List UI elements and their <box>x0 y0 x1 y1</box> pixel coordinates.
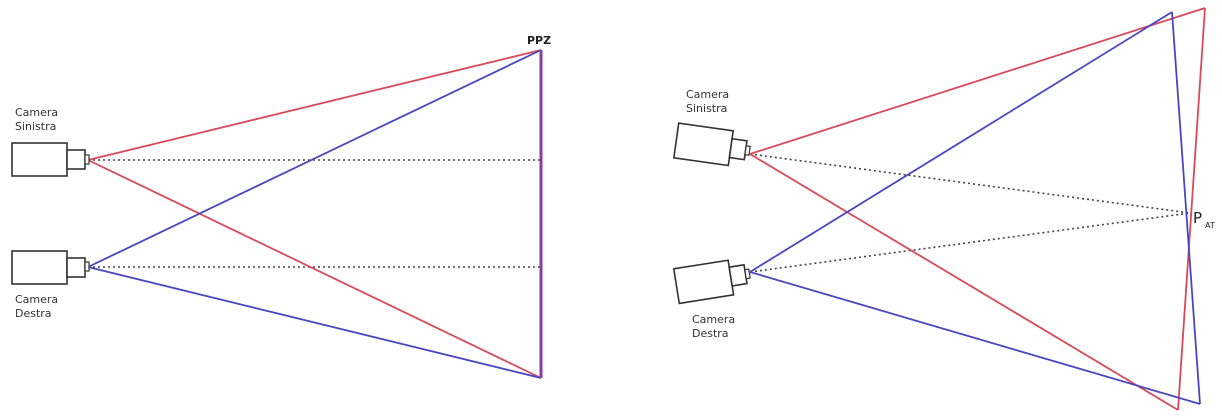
left-camera-label-line1: Camera <box>15 106 58 119</box>
convergence-point-letter: P <box>1193 209 1202 227</box>
right-camera <box>672 259 751 305</box>
right-camera-bottom-ray <box>749 271 1201 405</box>
left-camera-bottom-ray <box>749 153 1179 411</box>
left-camera-top-ray <box>749 7 1206 155</box>
converging-camera-panel: P AT Camera Sinistra Camera Destra <box>672 7 1215 411</box>
parallel-camera-panel: PPZ Camera Sinistra Camera Destra <box>11 34 551 379</box>
left-camera-label-line2: Sinistra <box>15 120 56 133</box>
right-camera-converging-axis <box>749 212 1191 273</box>
right-camera-convergence-plane <box>1171 11 1201 405</box>
right-camera-label-line1: Camera <box>15 293 58 306</box>
right-camera-bottom-ray <box>87 266 542 379</box>
left-camera-label-line2: Sinistra <box>686 102 727 115</box>
left-camera-converging-axis <box>749 153 1191 214</box>
left-camera <box>11 142 90 177</box>
left-camera-bottom-ray <box>87 159 542 379</box>
right-camera <box>11 250 90 285</box>
left-camera <box>672 122 751 167</box>
right-camera-top-ray <box>749 11 1173 273</box>
convergence-point-label: P AT <box>1193 209 1215 230</box>
right-camera-label-line2: Destra <box>15 307 52 320</box>
right-camera-label-line1: Camera <box>692 313 735 326</box>
right-camera-top-ray <box>87 49 542 268</box>
right-camera-label-line2: Destra <box>692 327 729 340</box>
left-camera-convergence-plane <box>1177 7 1206 411</box>
left-camera-label-line1: Camera <box>686 88 729 101</box>
convergence-point-subscript: AT <box>1205 221 1215 230</box>
left-camera-top-ray <box>87 49 542 161</box>
zero-parallax-plane-label: PPZ <box>527 34 551 47</box>
